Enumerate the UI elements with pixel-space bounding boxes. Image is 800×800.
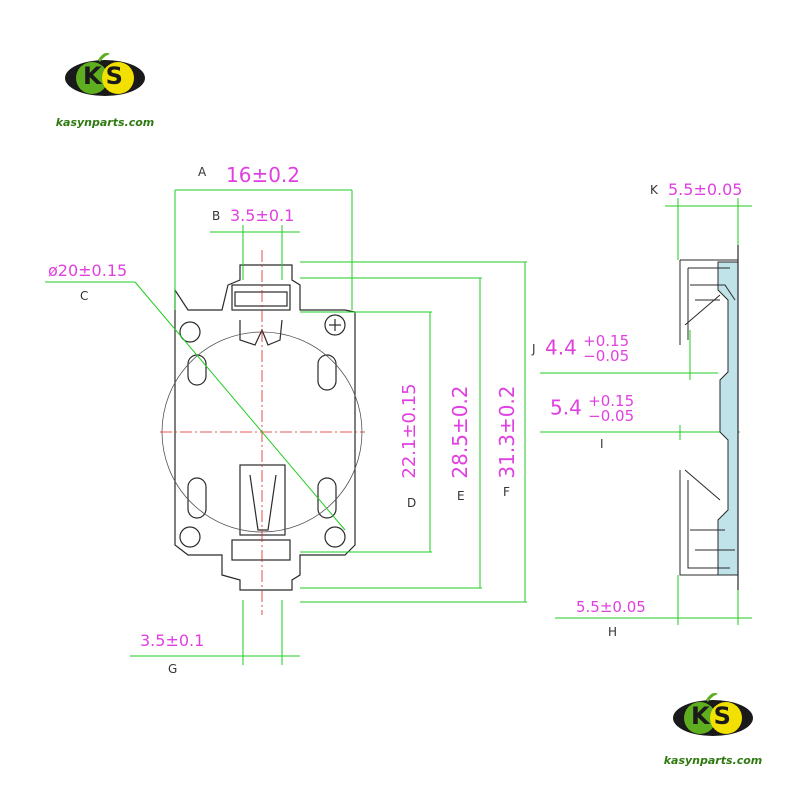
- top-contact-slot: [234, 291, 288, 307]
- logo-initials-bottom: KS: [691, 702, 735, 730]
- dim-value-a: 16±0.2: [226, 163, 301, 187]
- slot-1: [187, 354, 207, 386]
- dim-i-tolerance: +0.15 −0.05: [588, 394, 634, 424]
- leaf-icon: [706, 692, 718, 702]
- brand-logo-top: kasynparts.com: [50, 50, 160, 129]
- dim-letter-g: G: [168, 662, 178, 676]
- slot-4: [317, 477, 337, 519]
- mount-hole-bl: [179, 526, 201, 548]
- dim-value-j: 4.4 +0.15 −0.05: [545, 334, 629, 364]
- dim-value-f: 31.3±0.2: [495, 385, 519, 479]
- dim-j-tolerance: +0.15 −0.05: [583, 334, 629, 364]
- dim-letter-c: C: [80, 289, 89, 303]
- dimension-lines: [45, 189, 752, 665]
- dim-value-c: ø20±0.15: [48, 261, 128, 280]
- dim-i-lower: −0.05: [588, 407, 635, 425]
- dim-letter-f: F: [503, 485, 510, 499]
- dim-letter-i: I: [600, 437, 604, 451]
- dim-value-h: 5.5±0.05: [576, 598, 646, 616]
- ks-logo-mark-2: [673, 692, 753, 736]
- dim-value-b: 3.5±0.1: [230, 206, 295, 225]
- brand-website: kasynparts.com: [55, 116, 155, 129]
- bottom-contact-slot: [231, 539, 291, 561]
- holder-outline: [174, 264, 356, 591]
- slot-2: [317, 354, 337, 391]
- mount-hole-tl: [179, 321, 201, 343]
- dim-value-d: 22.1±0.15: [399, 383, 420, 479]
- bottom-contact-block: [239, 464, 286, 536]
- dim-letter-b: B: [212, 209, 221, 223]
- dim-j-nominal: 4.4: [545, 335, 577, 360]
- dim-i-nominal: 5.4: [550, 395, 582, 420]
- mount-hole-tr: [324, 314, 346, 336]
- holder-top-view: [161, 264, 363, 591]
- holder-side-view: [679, 245, 739, 590]
- top-spring-contact: [239, 319, 283, 346]
- brand-website: kasynparts.com: [663, 754, 763, 767]
- dim-letter-j: J: [532, 342, 536, 356]
- top-contact-block: [231, 284, 291, 311]
- slot-3: [187, 477, 207, 519]
- leaf-icon: [98, 52, 110, 62]
- top-clip: [679, 259, 738, 345]
- dim-letter-h: H: [608, 625, 618, 639]
- dim-i-upper: +0.15: [588, 392, 635, 410]
- dim-letter-e: E: [457, 489, 465, 503]
- ks-logo-mark: [65, 52, 145, 96]
- dim-j-lower: −0.05: [583, 347, 630, 365]
- insulator-section: [717, 261, 739, 576]
- dim-letter-a: A: [198, 165, 207, 179]
- brand-logo-bottom: kasynparts.com: [658, 690, 768, 767]
- bottom-clip: [679, 469, 738, 576]
- dim-letter-k: K: [650, 183, 658, 197]
- dim-value-k: 5.5±0.05: [668, 180, 743, 199]
- mount-hole-br: [324, 526, 346, 548]
- dim-value-i: 5.4 +0.15 −0.05: [550, 394, 634, 424]
- logo-initials-top: KS: [83, 62, 127, 90]
- dim-letter-d: D: [407, 496, 417, 510]
- dim-value-g: 3.5±0.1: [140, 631, 205, 650]
- dim-j-upper: +0.15: [583, 332, 630, 350]
- dim-value-e: 28.5±0.2: [448, 385, 472, 479]
- bottom-spring-contact: [249, 474, 277, 531]
